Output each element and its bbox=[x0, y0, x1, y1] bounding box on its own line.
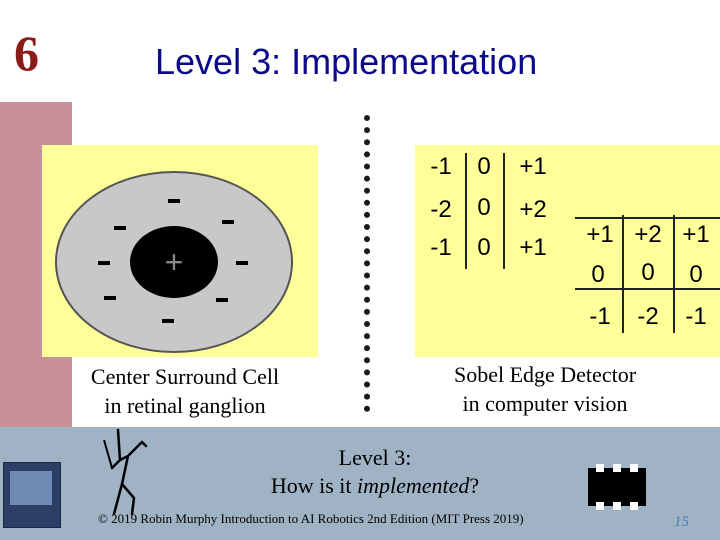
kernel-cell: -2 bbox=[637, 303, 659, 330]
center-surround-svg: + bbox=[55, 171, 293, 353]
kernel-cell: -1 bbox=[430, 153, 452, 180]
kernel-cell: 0 bbox=[641, 259, 655, 286]
center-surround-diagram: + bbox=[42, 145, 318, 357]
slide-title: Level 3: Implementation bbox=[155, 41, 538, 82]
footer-heading: Level 3: How is it implemented? bbox=[240, 444, 510, 500]
kernel-cell: 0 bbox=[591, 261, 605, 288]
surround-minus bbox=[222, 220, 234, 224]
kernel-cell: -1 bbox=[589, 303, 611, 330]
chip-icon bbox=[588, 464, 646, 510]
kernel-cell: +1 bbox=[519, 153, 547, 180]
surround-minus bbox=[216, 298, 228, 302]
kernel-cell: -1 bbox=[430, 234, 452, 261]
surround-minus bbox=[98, 261, 110, 265]
center-plus: + bbox=[165, 244, 184, 280]
caption-line: in retinal ganglion bbox=[104, 393, 266, 418]
kernel-grid-line bbox=[503, 153, 505, 269]
kernel-cell: +2 bbox=[519, 196, 547, 223]
sobel-caption: Sobel Edge Detector in computer vision bbox=[400, 360, 690, 418]
kernel-cell: 0 bbox=[477, 153, 491, 180]
caption-line: Center Surround Cell bbox=[90, 364, 280, 389]
center-surround-caption: Center Surround Cell in retinal ganglion bbox=[42, 362, 328, 420]
surround-minus bbox=[168, 199, 180, 203]
chapter-number: 6 bbox=[14, 25, 39, 81]
copyright-text: © 2019 Robin Murphy Introduction to AI R… bbox=[98, 511, 524, 526]
surround-minus bbox=[114, 226, 126, 230]
kernel-cell: -1 bbox=[685, 303, 707, 330]
kernel-cell: 0 bbox=[477, 234, 491, 261]
dotted-divider bbox=[364, 115, 370, 412]
kernel-grid-line bbox=[673, 215, 675, 333]
kernel-grid-line bbox=[575, 288, 720, 290]
kernel-cell: +1 bbox=[586, 221, 614, 248]
footer-heading-line1: Level 3: bbox=[338, 445, 412, 470]
surround-minus bbox=[236, 261, 248, 265]
kernel-cell: -2 bbox=[430, 196, 452, 223]
surround-minus bbox=[104, 296, 116, 300]
center-disc bbox=[130, 226, 218, 298]
kernel-grid-line bbox=[465, 153, 467, 269]
caption-line: in computer vision bbox=[462, 391, 628, 416]
kernel-grid-line bbox=[575, 217, 720, 219]
kernel-cell: 0 bbox=[689, 261, 703, 288]
caption-line: Sobel Edge Detector bbox=[453, 362, 637, 387]
kernel-cell: +1 bbox=[682, 221, 710, 248]
neuron-icon bbox=[103, 428, 148, 516]
page-number: 15 bbox=[674, 514, 689, 530]
kernel-cell: +1 bbox=[519, 234, 547, 261]
sobel-diagram: -1 0 +1 -2 0 +2 -1 0 +1 +1 +2 +1 0 0 0 -… bbox=[415, 145, 720, 357]
book-cover-icon bbox=[3, 462, 61, 528]
kernel-cell: +2 bbox=[634, 221, 662, 248]
surround-minus bbox=[162, 319, 174, 323]
kernel-cell: 0 bbox=[477, 194, 491, 221]
footer-heading-line2: How is it implemented? bbox=[270, 473, 480, 498]
kernel-grid-line bbox=[622, 215, 624, 333]
